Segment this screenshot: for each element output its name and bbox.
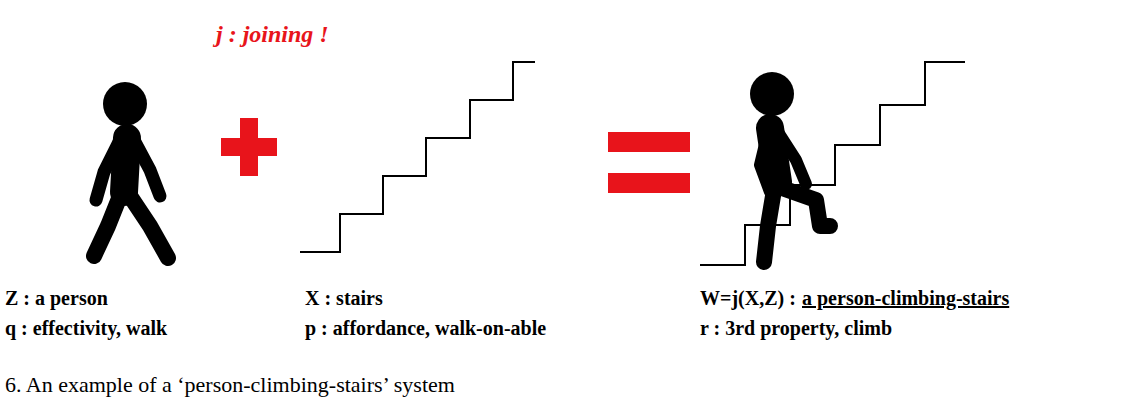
stairs xyxy=(700,62,965,265)
stairs xyxy=(300,62,535,252)
symbol-label: X : stairs xyxy=(305,286,383,310)
symbol-label: p : affordance, walk-on-able xyxy=(305,316,546,340)
system-label: a person-climbing-stairs xyxy=(802,286,1009,310)
symbol-label: r : 3rd property, climb xyxy=(700,316,892,340)
symbol-label: W=j(X,Z) : xyxy=(700,286,796,310)
climbing-person xyxy=(750,72,830,262)
symbol-label: q : effectivity, walk xyxy=(5,316,167,340)
operator-label: j : joining ! xyxy=(216,20,329,49)
walking-person xyxy=(94,82,168,258)
equals-sign xyxy=(608,132,690,193)
symbol-label: Z : a person xyxy=(5,286,108,310)
figure-caption: 6. An example of a ‘person-climbing-stai… xyxy=(5,372,455,398)
plus-sign xyxy=(221,118,277,176)
